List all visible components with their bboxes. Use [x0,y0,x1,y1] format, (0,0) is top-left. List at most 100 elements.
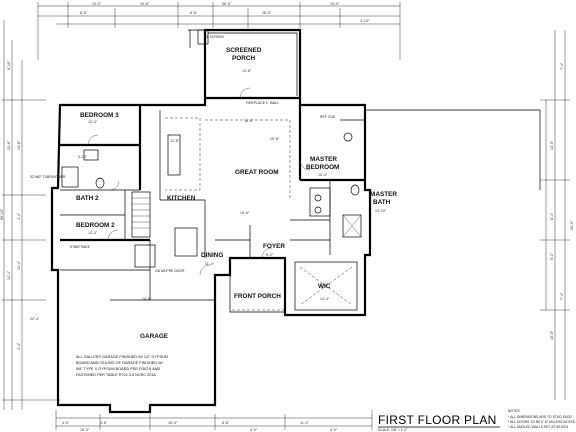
dim-right-5: 5'-1" [550,252,554,260]
dim-left-6: 12'-4" [7,270,11,280]
room-dimensions: 12'-4" 16'-0" 15'-4" 13'-4" 13'-8" 11'-4… [30,69,387,321]
dim-top-2: 19'-6" [140,2,150,6]
room-dim-11: 15'-8" [270,137,280,141]
screened-porch-label-2: PORCH [232,55,255,62]
wic-label: WIC [318,283,331,290]
screened-porch-label-1: SCREENED [226,47,262,54]
title-block: FIRST FLOOR PLAN SCALE: 1/8" = 1'-0" NOT… [378,409,576,432]
toilet-fixture [95,177,105,189]
dim-bottom-6: 11'-0" [300,421,310,425]
left-dimension-strings: 6'-10" 13'-8" 21'-6" 4'-4" 12'-4" 12'-4"… [0,20,60,410]
master-bedroom-label-2: BEDROOM [306,164,339,171]
garage-note: ALL GALLERY GARAGE FINISHED W/ 1/2" GYPS… [76,355,168,377]
room-labels: SCREENED PORCH BEDROOM 3 GREAT ROOM MAST… [76,47,397,340]
dim-left-overall: 65'-10" [0,208,4,220]
shower-fixture [342,214,362,238]
dim-top-7: 16'-0" [262,11,272,15]
dim-bottom-2: 3'-6" [100,421,108,425]
great-room-label: GREAT ROOM [235,169,279,176]
plan-title: FIRST FLOOR PLAN [378,413,497,427]
garage-note-line-2: BOARD AND CEILING OF GARAGE FINISHED W/ [76,361,164,365]
dim-bottom-8: 16'-0" [80,428,90,432]
annotations: FIREPLACE 'L' WALL REF CUB STAIR RAKE 32… [30,35,336,273]
bedroom3-label: BEDROOM 3 [80,112,119,119]
garage-label: GARAGE [140,333,169,340]
ref-cub-label: REF CUB [320,115,336,119]
dim-top-3: 38'-0" [222,2,232,6]
room-dim-3: 15'-4" [318,173,328,177]
notes-heading: NOTES [508,409,520,413]
notes-line-3: * ALL ANGLED WALLS SET AT 45 DEG [508,425,569,429]
front-porch-label: FRONT PORCH [234,293,281,300]
dim-top-6: 8'-6" [190,11,198,15]
right-dimension-strings: 7'-4" 13'-0" 36'-0" 8'-4" 5'-1" 7'-4" 10… [540,30,574,400]
master-bath-label-2: BATH [373,199,391,206]
interior-walls [60,105,365,311]
garage-note-line-4: FASTENED PER TABLE R702.3.5 NCRC 2018 [76,373,156,377]
pantry [174,227,198,257]
dim-top-8: 3'-10" [360,19,370,23]
room-dim-5: 13'-8" [242,69,252,73]
dim-bottom-7: 4'-0" [330,428,338,432]
fixtures [61,29,362,268]
garage-note-line-3: 5/8" TYPE X GYPSUM BOARD PER R302.6 AND [76,367,160,371]
dim-bottom-1: 4'-0" [62,421,70,425]
room-dim-15: 22'-4" [30,317,40,321]
room-dim-8: 9'-2" [266,253,274,257]
room-dim-4: 13'-4" [88,231,98,235]
dining-label: DINING [201,252,223,259]
room-dim-13: 5'-10" [78,155,88,159]
screen-door-label: 2/8 SCREEN [204,35,224,39]
room-dim-1: 12'-4" [88,120,98,124]
stair [131,191,151,238]
plan-scale: SCALE: 1/8" = 1'-0" [378,428,408,432]
dim-left-2: 13'-8" [17,140,21,150]
room-dim-6: 11'-4" [205,262,215,266]
kitchen-label: KITCHEN [167,195,196,202]
exterior-walls [50,28,541,414]
dim-right-2: 13'-0" [550,140,554,150]
room-dim-10: 10'-10" [375,209,387,213]
dim-right-3: 36'-0" [570,220,574,230]
door-swings [87,87,311,276]
dim-right-1: 7'-4" [560,62,564,70]
dim-right-6: 7'-4" [560,292,564,300]
bath2-label: BATH 2 [76,195,99,202]
dim-left-4: 4'-4" [17,212,21,220]
washer-dryer [134,244,156,268]
master-bath-label-1: MASTER [370,191,397,198]
dim-left-1: 6'-10" [7,60,11,70]
dim-left-7: 3'-4" [17,342,21,350]
fireplace-label: FIREPLACE 'L' WALL [246,101,279,105]
dim-bottom-5: 4'-0" [250,428,258,432]
dim-left-5: 12'-4" [17,260,21,270]
master-bedroom-label-1: MASTER [310,156,337,163]
tub-fixture [61,166,79,188]
kitchen-island [167,134,181,176]
dim-bottom-3: 16'-4" [168,421,178,425]
grill-fixture [197,29,209,45]
dim-left-3: 21'-6" [7,140,11,150]
bottom-dimension-strings: 4'-0" 3'-6" 16'-4" 8'-6" 4'-0" 11'-0" 4'… [55,410,373,432]
dim-top-5: 8'-6" [80,11,88,15]
dim-top-1: 13'-0" [92,2,102,6]
stair-rake-label: STAIR RAKE [70,245,91,249]
room-dim-9: 14'-6" [142,297,152,301]
dim-bottom-4: 8'-6" [222,421,230,425]
notes-line-1: * ALL DIMENSIONS ARE TO STUD FACE [508,415,572,419]
room-dim-2: 16'-0" [244,119,254,123]
notes-line-2: * ALL DOORS TO BE 6'-8" UNLESS NOTED [508,420,576,424]
dim-right-4: 8'-4" [550,212,554,220]
vanity-fixture [309,187,331,217]
pre-door-label: 2/8 3/8 PRE DOOR [155,269,185,273]
top-dimension-strings: 13'-0" 19'-6" 38'-0" 19'-0" 8'-6" 8'-6" … [37,2,401,60]
bedroom2-label: BEDROOM 2 [76,222,115,229]
tub-shower-label: 32"x60" TUB/SHOWER [30,175,66,179]
foyer-label: FOYER [263,243,285,250]
room-dim-12: 19'-6" [240,211,250,215]
room-dim-7: 12'-8" [170,139,180,143]
dim-top-4: 19'-0" [330,2,340,6]
garage-note-line-1: ALL GALLERY GARAGE FINISHED W/ 1/2" GYPS… [76,355,168,359]
